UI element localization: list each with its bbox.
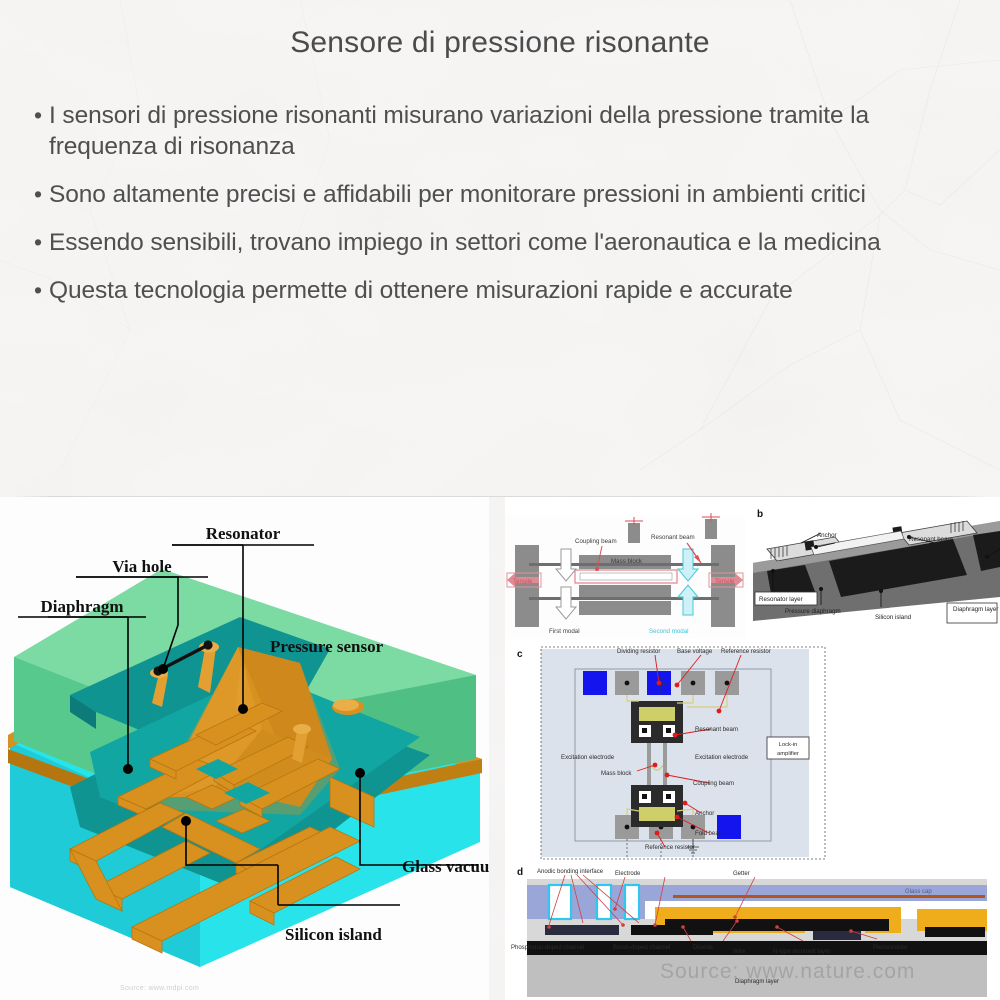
- label-silicon-island-b: Silicon island: [875, 614, 912, 621]
- label-pressure-sensor: Pressure sensor: [270, 637, 384, 656]
- label-glass-cap: Glass cap: [905, 889, 932, 895]
- label-diaphragm: Diaphragm: [40, 597, 123, 616]
- label-resonant-beam-a: Resonant beam: [651, 534, 695, 541]
- label-tensile-left: Tensile: [513, 578, 533, 585]
- panel-b-letter: b: [757, 509, 763, 520]
- label-mass-block-c: Mass block: [601, 770, 632, 777]
- bullet-marker-icon: •: [34, 181, 43, 207]
- label-diaphragm-layer-d: Diaphragm layer: [735, 979, 779, 985]
- label-coupling-beam-c: Coupling beam: [693, 780, 734, 787]
- label-first-modal: First modal: [549, 628, 580, 635]
- slide-header: Sensore di pressione risonante • I senso…: [0, 0, 1000, 480]
- label-dioxide: Dioxide: [693, 945, 714, 951]
- mems-3d-svg: Resonator Via hole Diaphragm Pressure se…: [0, 497, 489, 1000]
- label-diaphragm-layer-b: Diaphragm layer: [953, 606, 998, 613]
- nature-panels-svg: Coupling beam Mass block Resonant beam T…: [505, 497, 1000, 1000]
- page-title: Sensore di pressione risonante: [290, 26, 710, 59]
- label-excitation-electrode-left: Excitation electrode: [561, 754, 615, 761]
- label-piezoresistor: Piezoresistor: [873, 945, 908, 951]
- panel-b: b: [748, 497, 1000, 637]
- bullet-text-2: Sono altamente precisi e affidabili per …: [49, 181, 866, 208]
- label-resonant-beam-c: Resonant beam: [695, 726, 738, 733]
- label-via-hole: Via hole: [112, 557, 172, 576]
- label-reference-resistor-bottom: Reference resistor: [645, 844, 695, 851]
- panel-c-letter: c: [517, 649, 523, 660]
- label-resonant-beam-b: Resonant beam: [909, 536, 953, 543]
- figure-nature-panels: Coupling beam Mass block Resonant beam T…: [505, 497, 1000, 1000]
- bullet-marker-icon: •: [34, 277, 43, 303]
- label-base-voltage: Base voltage: [677, 648, 713, 655]
- label-anchor-c: Anchor: [695, 810, 714, 817]
- label-phosphorus-doped-channel: Phosphorus-doped channel: [511, 945, 584, 951]
- bullet-item-2: • Sono altamente precisi e affidabili pe…: [34, 179, 969, 210]
- content-divider: [12, 496, 988, 497]
- panel-c: c: [517, 646, 826, 860]
- label-resonator-layer: Resonator layer: [759, 596, 803, 603]
- label-coupling-beam-a: Coupling beam: [575, 538, 617, 545]
- label-wire: Wire: [733, 949, 746, 955]
- bullet-item-4: • Questa tecnologia permette di ottenere…: [34, 275, 969, 306]
- label-pressure-diaphragm: Pressure diaphragm: [785, 608, 841, 615]
- label-reference-resistor-top: Reference resistor: [721, 648, 771, 655]
- label-tensile-right: Tensile: [715, 578, 735, 585]
- bullet-text-1: I sensori di pressione risonanti misuran…: [49, 102, 870, 160]
- label-mass-block-a: Mass block: [611, 558, 643, 565]
- bullet-text-4: Questa tecnologia permette di ottenere m…: [49, 277, 793, 304]
- label-lock-in-2: amplifier: [777, 751, 799, 757]
- label-dividing-resistor: Dividing resistor: [617, 648, 660, 655]
- pad-blue-top-left: [583, 671, 607, 695]
- bond-pad-right: [203, 640, 213, 650]
- label-boron-doped-channel: Boron-doped channel: [613, 945, 670, 951]
- figure-mems-3d-diagram: Resonator Via hole Diaphragm Pressure se…: [0, 497, 489, 1000]
- figure-area: Resonator Via hole Diaphragm Pressure se…: [0, 497, 1000, 1000]
- bullet-text-3: Essendo sensibili, trovano impiego in se…: [49, 229, 881, 256]
- label-excitation-electrode-right: Excitation electrode: [695, 754, 749, 761]
- label-silicon-island: Silicon island: [285, 925, 382, 944]
- label-lock-in-1: Lock-in: [779, 742, 798, 748]
- bullet-list: • I sensori di pressione risonanti misur…: [34, 100, 969, 323]
- label-getter: Getter: [733, 871, 750, 877]
- label-resonator: Resonator: [206, 524, 281, 543]
- bullet-item-1: • I sensori di pressione risonanti misur…: [34, 100, 969, 162]
- bullet-item-3: • Essendo sensibili, trovano impiego in …: [34, 227, 969, 258]
- label-n-type-resonant-layer: N-type resonant layer: [773, 949, 830, 955]
- label-anodic-bonding-interface: Anodic bonding interface: [537, 869, 604, 875]
- label-fold-beam: Fold beam: [695, 830, 724, 837]
- label-anchor-b: Anchor: [817, 532, 837, 539]
- bullet-marker-icon: •: [34, 102, 43, 128]
- label-second-modal: Second modal: [649, 628, 689, 635]
- label-glass-vacuum-cap: Glass vacuum cap: [402, 857, 489, 876]
- panel-d-letter: d: [517, 867, 523, 878]
- panel-a: Coupling beam Mass block Resonant beam T…: [505, 513, 745, 639]
- bullet-marker-icon: •: [34, 229, 43, 255]
- panel-d: d: [511, 867, 987, 997]
- label-electrode: Electrode: [615, 871, 641, 877]
